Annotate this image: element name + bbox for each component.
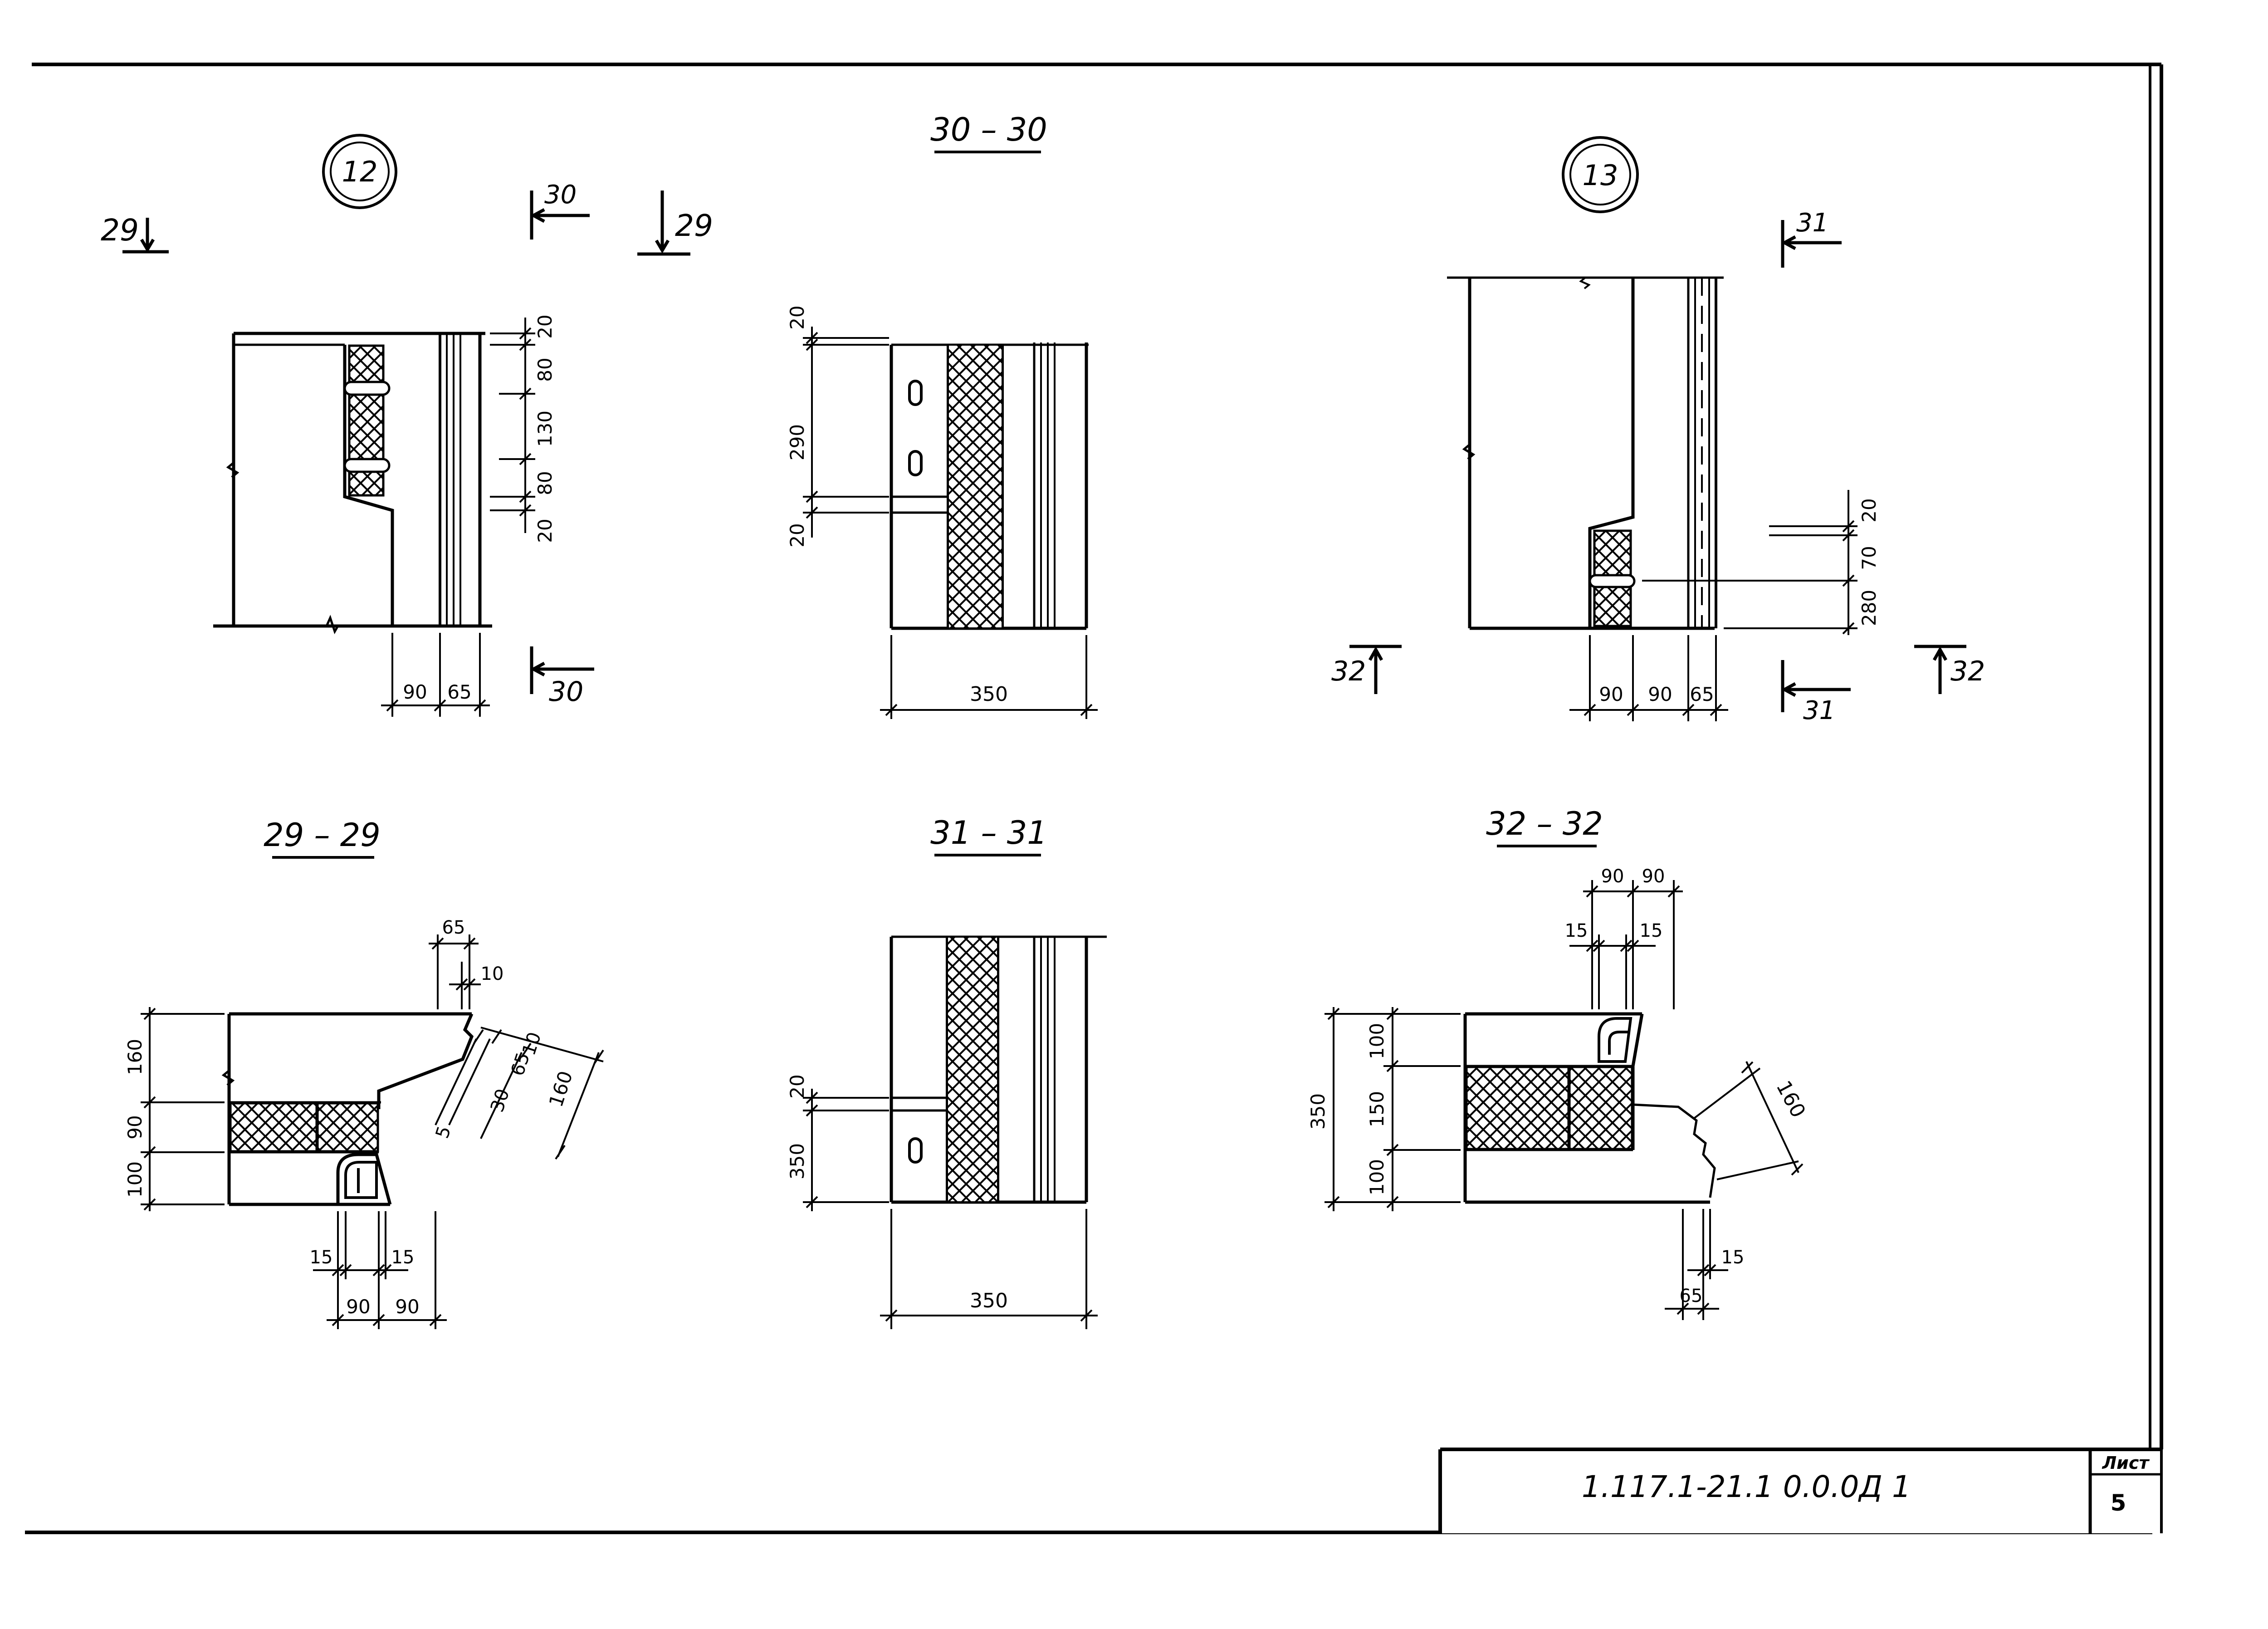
svg-text:20: 20: [786, 305, 808, 329]
svg-text:150: 150: [1366, 1091, 1388, 1127]
svg-text:160: 160: [124, 1039, 146, 1075]
svg-text:30: 30: [487, 1086, 513, 1115]
svg-text:160: 160: [1772, 1077, 1810, 1121]
svg-text:32: 32: [1331, 656, 1366, 687]
sheet-label: Лист: [2102, 1453, 2150, 1473]
svg-text:20: 20: [786, 1074, 808, 1098]
cut-marker-29-left: [122, 218, 169, 254]
svg-text:20: 20: [786, 523, 808, 547]
svg-text:20: 20: [1858, 498, 1880, 522]
svg-text:100: 100: [124, 1161, 146, 1198]
svg-text:280: 280: [1858, 590, 1880, 626]
svg-text:30: 30: [544, 180, 577, 210]
insulation-fill: [949, 346, 1002, 627]
detail-12-callout: [322, 134, 397, 209]
svg-text:90: 90: [1642, 866, 1665, 887]
insulation-fill: [1465, 1066, 1570, 1150]
svg-text:90: 90: [395, 1296, 419, 1318]
svg-text:80: 80: [534, 471, 556, 495]
cut-marker-31-top: [1781, 220, 1842, 268]
detail-12: 12 29 30 29: [101, 134, 713, 717]
svg-text:15: 15: [1721, 1247, 1745, 1268]
svg-text:70: 70: [1858, 546, 1880, 570]
insulation-fill: [229, 1102, 318, 1153]
svg-text:29: 29: [101, 213, 139, 248]
svg-text:29: 29: [675, 208, 713, 243]
section-30-30: 30 – 30: [786, 111, 1098, 719]
svg-text:10: 10: [481, 964, 504, 984]
svg-text:20: 20: [534, 314, 556, 338]
insulation-fill: [948, 938, 997, 1201]
svg-text:5: 5: [432, 1124, 455, 1141]
svg-text:15: 15: [1640, 920, 1663, 941]
svg-text:15: 15: [310, 1247, 333, 1268]
section-29-29: 29 – 29 160 90 100: [124, 817, 604, 1329]
svg-text:90: 90: [1599, 683, 1623, 705]
svg-text:32: 32: [1950, 656, 1985, 687]
svg-text:15: 15: [1565, 920, 1588, 941]
section-31-title: 31 – 31: [930, 814, 1047, 851]
document-code: 1.117.1-21.1 0.0.0Д 1: [1582, 1469, 1911, 1504]
svg-text:90: 90: [124, 1115, 146, 1139]
svg-text:90: 90: [1601, 866, 1624, 887]
detail-13-callout: [1562, 136, 1639, 213]
svg-text:290: 290: [786, 424, 808, 460]
section-32-32: 32 – 32 350 100 150: [1307, 805, 1810, 1320]
insulation-fill: [316, 1102, 379, 1153]
detail-13: 13 31: [1331, 136, 1985, 725]
section-30-title: 30 – 30: [930, 111, 1047, 148]
svg-text:350: 350: [786, 1143, 808, 1179]
svg-text:80: 80: [534, 357, 556, 382]
insulation-fill: [1568, 1066, 1633, 1150]
cut-marker-29-right: [637, 191, 690, 256]
cut-marker-32-left: [1349, 645, 1402, 694]
detail-13-number: 13: [1583, 159, 1618, 192]
svg-text:160: 160: [545, 1068, 577, 1110]
sheet-number: 5: [2111, 1490, 2126, 1516]
cut-marker-30-bottom: [530, 646, 594, 694]
detail-12-number: 12: [342, 155, 378, 188]
dimension-lines: [1325, 1007, 1461, 1211]
svg-text:350: 350: [1307, 1093, 1329, 1130]
cut-marker-31-bottom: [1781, 660, 1851, 712]
section-29-title: 29 – 29: [264, 817, 381, 854]
svg-text:65: 65: [442, 917, 465, 938]
svg-text:350: 350: [970, 1289, 1008, 1312]
title-block: 1.117.1-21.1 0.0.0Д 1 Лист 5: [1438, 1448, 2163, 1533]
svg-text:31: 31: [1803, 696, 1835, 725]
section-31-31: 31 – 31 20 350: [786, 814, 1107, 1329]
dimension-lines: [803, 327, 889, 538]
svg-text:30: 30: [549, 676, 583, 708]
svg-text:65: 65: [447, 681, 471, 703]
svg-text:350: 350: [970, 683, 1008, 706]
svg-text:31: 31: [1796, 208, 1828, 238]
section-32-title: 32 – 32: [1486, 805, 1603, 842]
svg-text:100: 100: [1366, 1159, 1388, 1195]
svg-text:90: 90: [346, 1296, 370, 1318]
svg-text:65: 65: [1680, 1286, 1703, 1306]
svg-text:90: 90: [1648, 683, 1672, 705]
sheet-frame: [25, 63, 2163, 1534]
dimension-lines: [1642, 490, 1857, 635]
svg-text:65: 65: [1690, 683, 1714, 705]
cut-marker-32-right: [1914, 645, 1966, 694]
svg-text:130: 130: [534, 411, 556, 447]
dimension-lines: [490, 318, 535, 533]
svg-text:15: 15: [391, 1247, 415, 1268]
dimension-lines: [141, 1007, 225, 1211]
svg-text:90: 90: [403, 681, 427, 703]
dimension-lines: [803, 1089, 889, 1211]
cut-marker-30-top: [530, 191, 590, 240]
svg-text:20: 20: [534, 519, 556, 543]
svg-text:100: 100: [1366, 1023, 1388, 1059]
